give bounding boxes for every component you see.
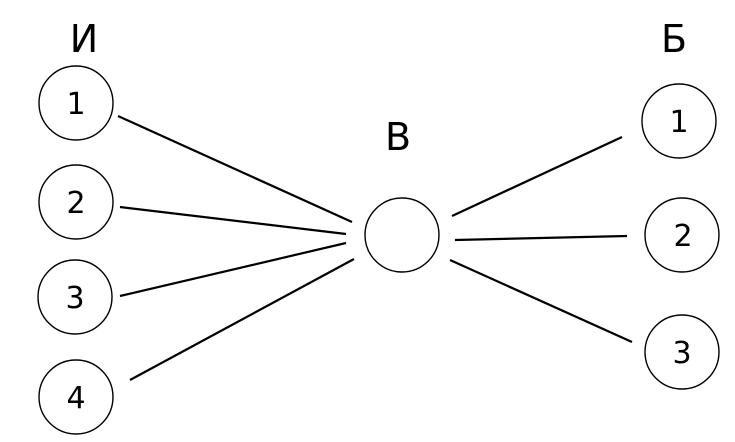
right-node-1: 1 <box>641 83 717 159</box>
edge-center-right-2 <box>454 234 628 242</box>
left-node-2: 2 <box>38 164 114 240</box>
left-group-label: И <box>70 17 98 61</box>
center-label: В <box>385 115 411 159</box>
edge-left-3-center <box>119 241 347 298</box>
edge-left-1-center <box>117 114 353 224</box>
right-node-3: 3 <box>644 314 720 390</box>
center-node <box>364 197 440 273</box>
left-node-3-label: 3 <box>65 281 84 316</box>
left-node-4: 4 <box>38 359 114 435</box>
right-node-1-label: 1 <box>669 105 688 140</box>
left-node-4-label: 4 <box>66 381 85 416</box>
edge-left-2-center <box>119 205 347 236</box>
right-node-3-label: 3 <box>672 336 691 371</box>
right-node-2: 2 <box>644 197 720 273</box>
edge-left-4-center <box>129 258 355 381</box>
edge-center-right-3 <box>449 258 633 344</box>
left-node-3: 3 <box>37 259 113 335</box>
right-node-2-label: 2 <box>673 219 692 254</box>
right-group-label: Б <box>661 17 687 61</box>
left-node-1: 1 <box>38 65 114 141</box>
edge-center-right-1 <box>451 136 623 217</box>
left-node-1-label: 1 <box>66 87 85 122</box>
left-node-2-label: 2 <box>66 186 85 221</box>
